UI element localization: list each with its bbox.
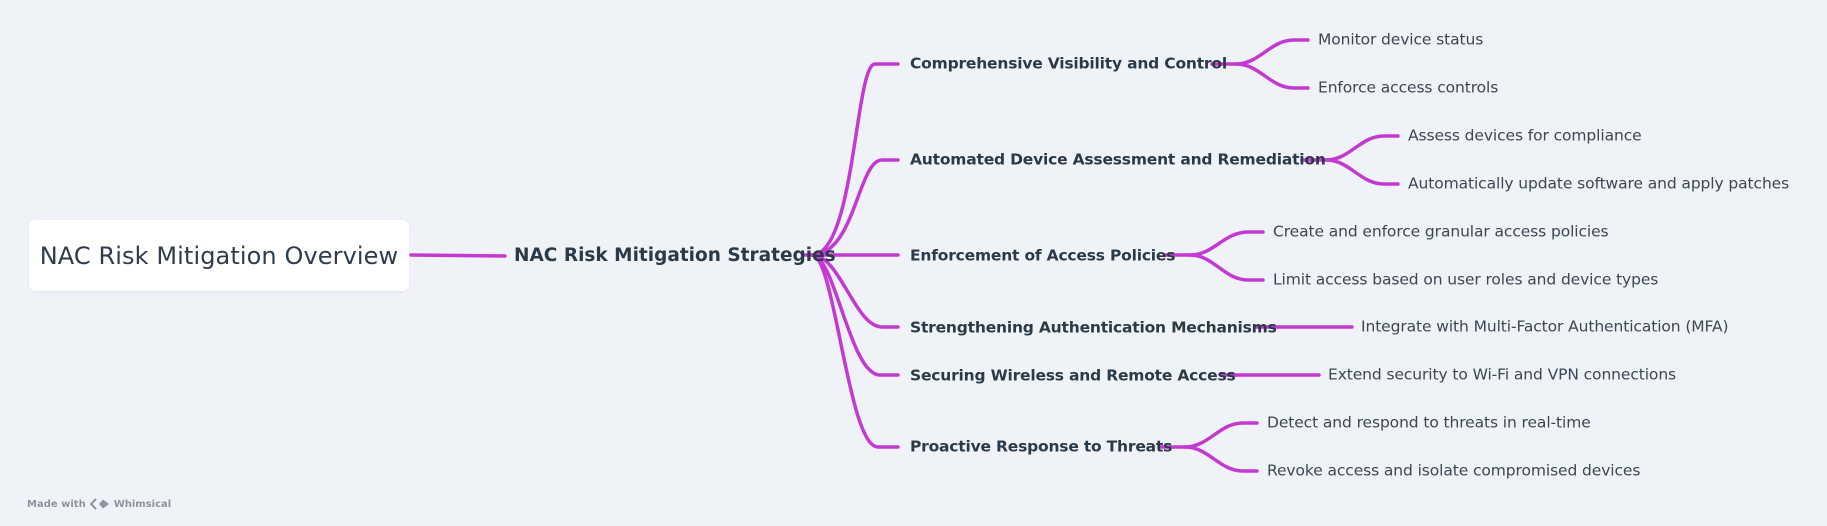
leaf-node[interactable]: Limit access based on user roles and dev… — [1273, 270, 1659, 289]
branch-node-authentication[interactable]: Strengthening Authentication Mechanisms — [910, 318, 1277, 337]
root-node-label: NAC Risk Mitigation Overview — [39, 241, 399, 270]
leaf-node[interactable]: Detect and respond to threats in real-ti… — [1267, 413, 1591, 432]
branch-node-visibility[interactable]: Comprehensive Visibility and Control — [910, 54, 1227, 73]
leaf-node[interactable]: Assess devices for compliance — [1408, 126, 1642, 145]
leaf-node[interactable]: Integrate with Multi-Factor Authenticati… — [1361, 317, 1729, 336]
leaf-node[interactable]: Extend security to Wi-Fi and VPN connect… — [1328, 365, 1677, 384]
whimsical-brand-label: Whimsical — [113, 498, 172, 510]
made-with-whimsical-badge[interactable]: Made with Whimsical — [27, 498, 171, 510]
branch-node-assessment[interactable]: Automated Device Assessment and Remediat… — [910, 150, 1326, 169]
leaf-node[interactable]: Enforce access controls — [1318, 78, 1499, 97]
branch-node-access-policies[interactable]: Enforcement of Access Policies — [910, 246, 1176, 265]
center-node[interactable]: NAC Risk Mitigation Strategies — [514, 244, 836, 266]
root-node[interactable]: NAC Risk Mitigation Overview — [29, 220, 409, 291]
branch-node-wireless[interactable]: Securing Wireless and Remote Access — [910, 366, 1236, 385]
leaf-node[interactable]: Automatically update software and apply … — [1408, 174, 1790, 193]
made-with-label: Made with — [27, 498, 86, 510]
branch-node-threats[interactable]: Proactive Response to Threats — [910, 437, 1173, 456]
leaf-node[interactable]: Create and enforce granular access polic… — [1273, 222, 1609, 241]
leaf-node[interactable]: Revoke access and isolate compromised de… — [1267, 461, 1641, 480]
leaf-node[interactable]: Monitor device status — [1318, 30, 1484, 49]
whimsical-logo-icon — [89, 498, 109, 510]
